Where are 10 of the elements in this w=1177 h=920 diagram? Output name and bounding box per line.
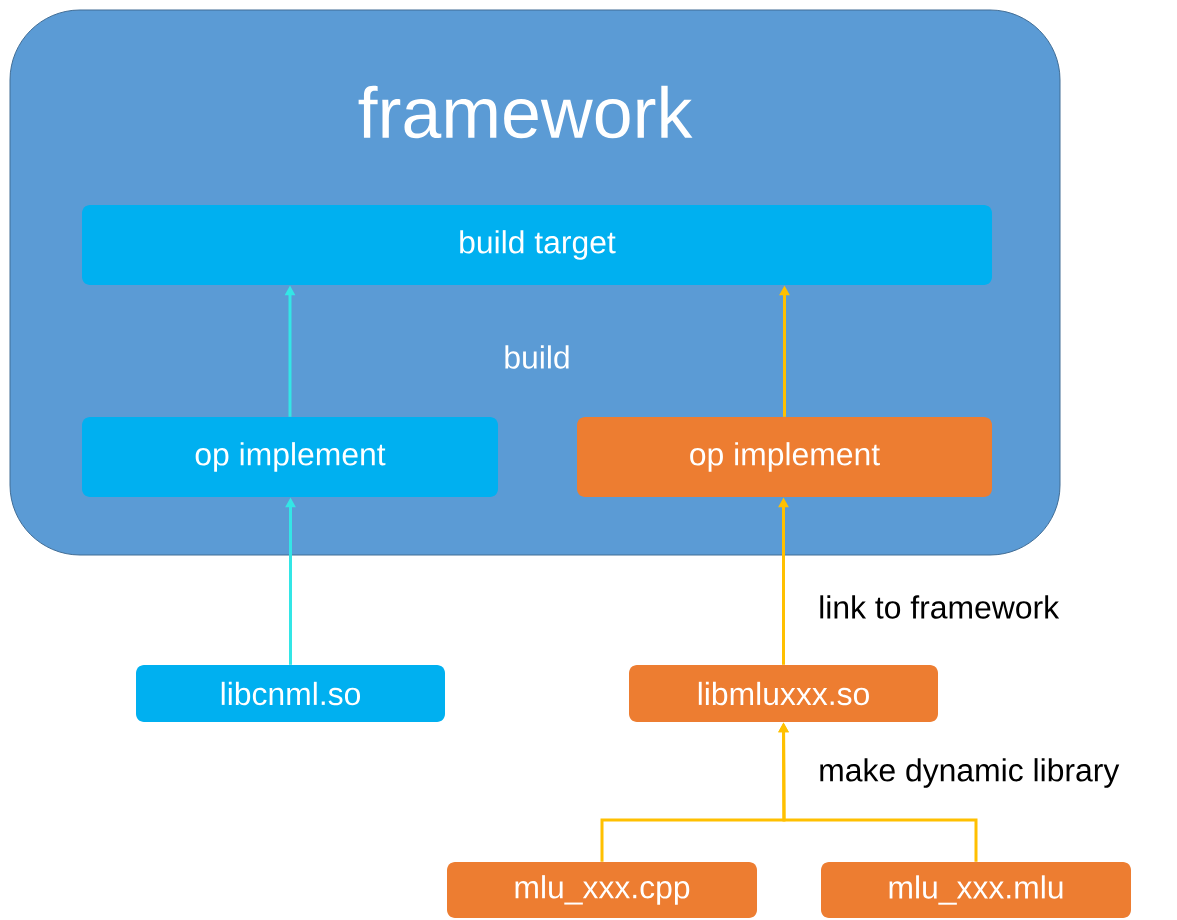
edge-label: make dynamic library	[820, 758, 1120, 788]
file-box: libcnml.so	[136, 665, 445, 722]
process-box: build target	[82, 205, 992, 285]
process-box: op implement	[82, 417, 498, 497]
process-box: op implement	[577, 417, 992, 497]
step-label: build	[505, 345, 569, 369]
edge-label: link to framework	[820, 595, 1060, 619]
file-box: libmluxxx.so	[629, 665, 938, 722]
file-box: mlu_xxx.cpp	[447, 862, 757, 918]
file-box: mlu_xxx.mlu	[821, 862, 1131, 918]
